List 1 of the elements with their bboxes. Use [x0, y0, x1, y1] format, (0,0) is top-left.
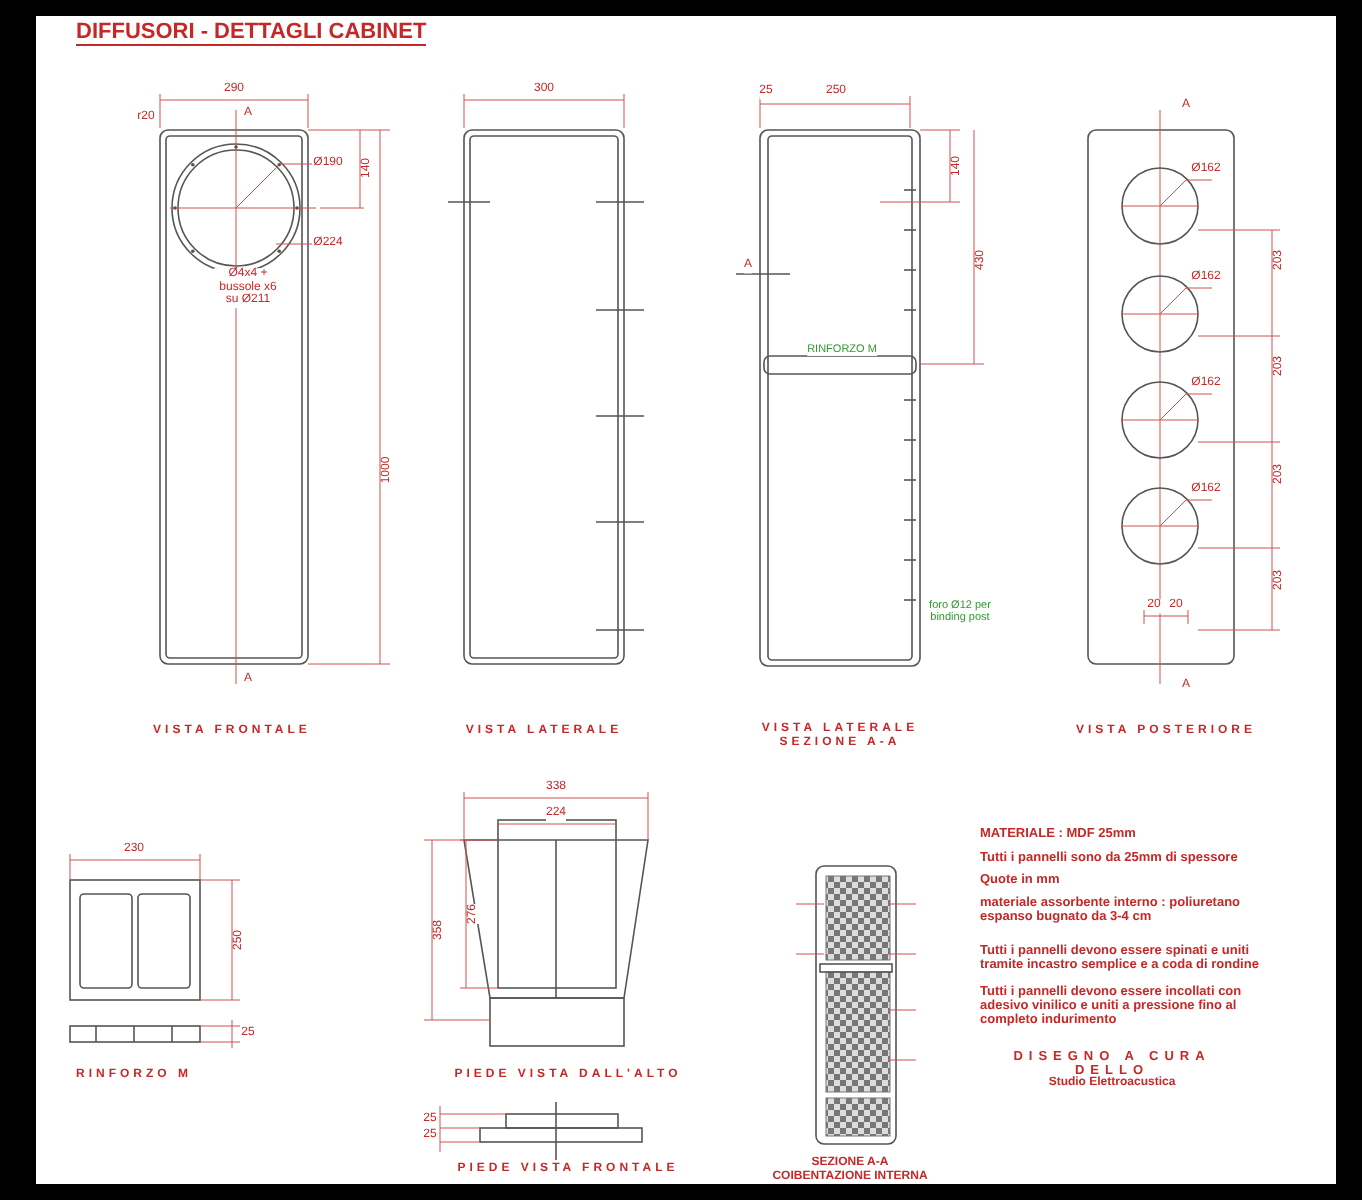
- drawing-title: DIFFUSORI - DETTAGLI CABINET: [76, 20, 427, 47]
